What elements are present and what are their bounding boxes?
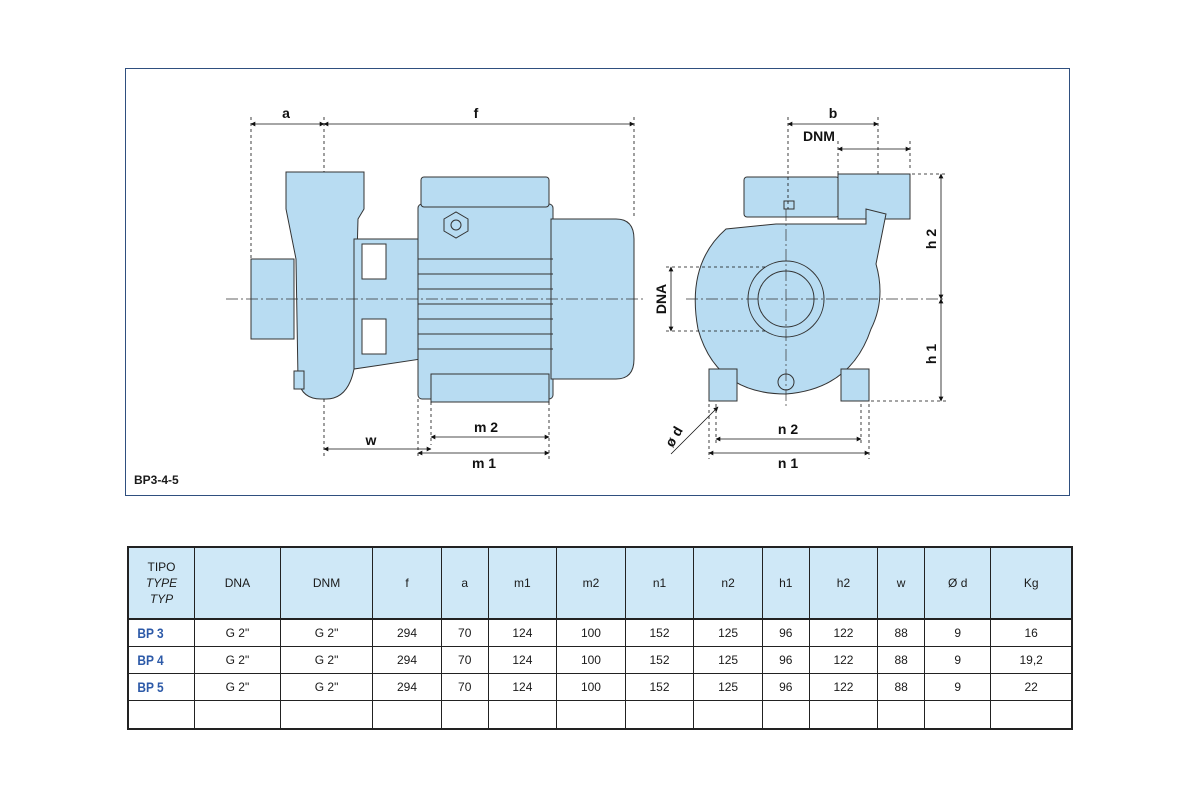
front-foot-right	[840, 368, 870, 402]
cell: 19,2	[990, 646, 1073, 674]
cell: G 2"	[194, 646, 281, 674]
header-kg: Kg	[990, 546, 1073, 620]
motor-fins	[418, 258, 553, 350]
header-h2: h2	[808, 546, 879, 620]
side-dimensions	[250, 117, 635, 459]
cell: G 2"	[194, 618, 281, 647]
cell: 125	[693, 673, 763, 701]
table-header-row: TIPO TYPE TYP DNA DNM f a m1 m2 n1 n2 h1…	[127, 546, 1073, 620]
header-f: f	[372, 546, 442, 620]
table-row: BP 5 G 2" G 2" 294 70 124 100 152 125 96…	[127, 673, 1073, 701]
motor-body	[417, 203, 554, 400]
header-w: w	[877, 546, 926, 620]
front-foot-left	[708, 368, 738, 402]
label-phi-d: ø d	[661, 423, 685, 449]
cell: 125	[693, 646, 763, 674]
front-terminal-box	[743, 176, 840, 218]
cell: 70	[440, 618, 489, 647]
cell: 125	[693, 618, 763, 647]
cell: 152	[624, 646, 695, 674]
row-model: BP 5	[127, 673, 185, 701]
header-n1: n1	[624, 546, 695, 620]
cell: 70	[440, 673, 489, 701]
label-w: w	[365, 432, 377, 448]
label-m2: m 2	[474, 419, 498, 435]
model-code: BP3-4-5	[134, 473, 179, 487]
header-a: a	[440, 546, 489, 620]
cell: G 2"	[279, 646, 374, 674]
cell: 122	[808, 673, 879, 701]
label-h1: h 1	[923, 344, 939, 364]
cell: 88	[877, 673, 926, 701]
cell: G 2"	[194, 673, 281, 701]
header-h1: h1	[761, 546, 810, 620]
table-body: BP 3 G 2" G 2" 294 70 124 100 152 125 96…	[127, 618, 1073, 730]
label-n2: n 2	[778, 421, 798, 437]
cell: 124	[487, 618, 558, 647]
header-m1: m1	[487, 546, 558, 620]
header-type: TIPO TYPE TYP	[127, 546, 195, 620]
cell: 9	[924, 646, 992, 674]
cell: 152	[624, 618, 695, 647]
cell: 22	[990, 673, 1073, 701]
cell: 100	[556, 646, 626, 674]
cell: 294	[372, 618, 442, 647]
table-row-empty	[127, 700, 1073, 730]
motor-foot	[430, 373, 550, 403]
header-type-it: TIPO	[147, 560, 176, 574]
label-dnm: DNM	[803, 128, 835, 144]
cell: 100	[556, 673, 626, 701]
side-view	[250, 171, 635, 403]
cell: 88	[877, 646, 926, 674]
cell: G 2"	[279, 673, 374, 701]
cable-gland	[443, 211, 469, 239]
cell: 100	[556, 618, 626, 647]
header-phi-d: Ø d	[924, 546, 992, 620]
header-n2: n2	[693, 546, 763, 620]
header-type-de: TYP	[149, 592, 174, 606]
cell: 70	[440, 646, 489, 674]
label-a: a	[282, 105, 290, 121]
cell: 9	[924, 673, 992, 701]
front-dimensions	[666, 117, 948, 459]
label-f: f	[474, 105, 479, 121]
cell: G 2"	[279, 618, 374, 647]
label-dna: DNA	[653, 284, 669, 314]
front-view	[694, 173, 911, 402]
cell: 122	[808, 618, 879, 647]
table-row: BP 3 G 2" G 2" 294 70 124 100 152 125 96…	[127, 618, 1073, 647]
cell: 152	[624, 673, 695, 701]
cell: 124	[487, 646, 558, 674]
header-dna: DNA	[194, 546, 281, 620]
specification-table: TIPO TYPE TYP DNA DNM f a m1 m2 n1 n2 h1…	[127, 546, 1073, 730]
row-model: BP 3	[127, 618, 185, 647]
cell: 96	[761, 646, 810, 674]
label-h2: h 2	[923, 229, 939, 249]
label-m1: m 1	[472, 455, 496, 471]
cell: 96	[761, 673, 810, 701]
cell: 96	[761, 618, 810, 647]
pump-dimension-drawing: a f w m 2 m 1	[226, 105, 948, 471]
header-m2: m2	[556, 546, 626, 620]
table-row: BP 4 G 2" G 2" 294 70 124 100 152 125 96…	[127, 646, 1073, 674]
cell: 9	[924, 618, 992, 647]
volute-casing	[285, 171, 365, 400]
cell: 122	[808, 646, 879, 674]
cell: 294	[372, 646, 442, 674]
cell: 88	[877, 618, 926, 647]
cell: 16	[990, 618, 1073, 647]
label-n1: n 1	[778, 455, 798, 471]
cell: 294	[372, 673, 442, 701]
technical-drawing-frame: a f w m 2 m 1	[125, 68, 1070, 496]
row-model: BP 4	[127, 646, 185, 674]
terminal-box	[420, 176, 550, 208]
cell: 124	[487, 673, 558, 701]
label-b: b	[829, 105, 838, 121]
header-dnm: DNM	[279, 546, 374, 620]
header-type-en: TYPE	[145, 576, 178, 590]
